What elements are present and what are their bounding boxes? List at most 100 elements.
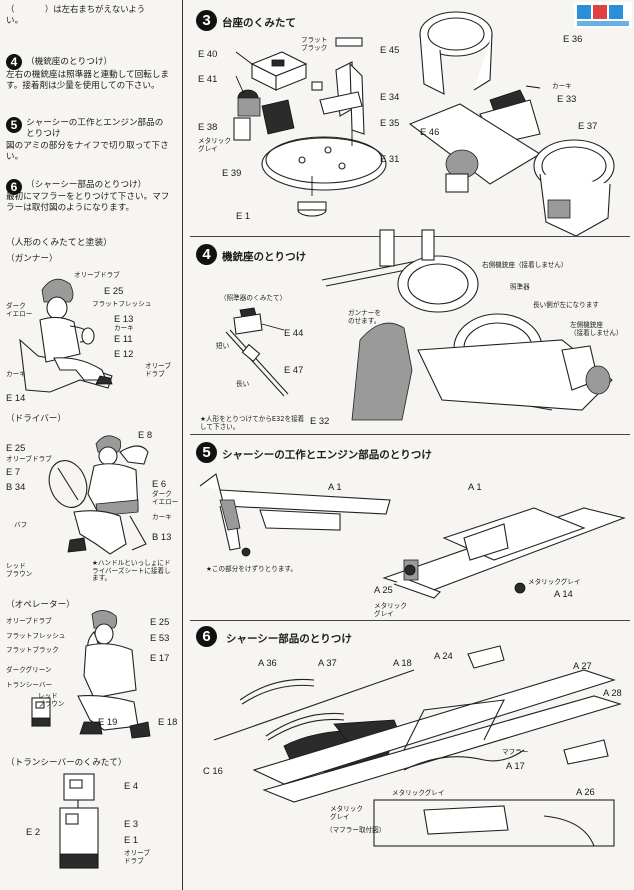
operator-label-9: E 19 <box>98 716 118 727</box>
step4-body: 左右の機銃座は照準器と連動して回転します。接着剤は少量を使用しての下さい。 <box>6 70 170 92</box>
gunner-label-9: オリーブ ドラブ <box>145 362 171 378</box>
step4-sight-assembly-diagram <box>225 307 289 397</box>
operator-label-4: フラットブラック <box>6 646 59 654</box>
step5-number-badge: 5 <box>6 117 22 133</box>
step5-label-4: A 14 <box>554 588 573 599</box>
step6-label-1: A 37 <box>318 657 337 668</box>
step6-label-9: A 26 <box>576 786 595 797</box>
operator-heading: （オペレーター） <box>6 600 75 610</box>
operator-label-8: レッド ブラウン <box>38 692 65 708</box>
step5-body: 図のアミの部分をナイフで切り取って下さい。 <box>6 141 169 163</box>
driver-label-9: B 13 <box>152 531 172 542</box>
step6-right-title: シャーシー部品のとりつけ <box>226 633 352 645</box>
step4-label-3: ガンナーを のせます。 <box>348 309 381 325</box>
step3-label-7: メタリック グレイ <box>198 137 231 153</box>
driver-label-8: バフ <box>14 521 28 529</box>
intro-cont: い。 <box>6 16 24 26</box>
step5-label-5: メタリック グレイ <box>374 602 407 618</box>
step3-number-badge: 3 <box>196 10 217 31</box>
step6-label-5: A 28 <box>603 687 622 698</box>
gunner-label-1: E 25 <box>104 285 124 296</box>
step6-label-8: A 17 <box>506 760 525 771</box>
step3-title: 台座のくみたて <box>222 17 296 29</box>
step6-label-0: A 36 <box>258 657 277 668</box>
step3-label-1: フラット ブラック <box>301 36 328 52</box>
gunner-label-0: オリーブドラブ <box>74 271 120 279</box>
step3-divider <box>190 236 630 237</box>
step4-right-title: 機銃座のとりつけ <box>222 251 307 263</box>
step3-label-0: E 40 <box>198 48 218 59</box>
step4-gun-mount-diagram <box>321 229 613 421</box>
gunner-label-4: E 13 <box>114 313 134 324</box>
step6-label-6: C 16 <box>203 765 223 776</box>
step3-label-11: E 36 <box>563 33 583 44</box>
step4-right-number-badge: 4 <box>196 244 217 265</box>
step6-right-number-badge: 6 <box>196 626 217 647</box>
step5-chassis-cut-diagram <box>199 473 391 557</box>
driver-label-4: B 34 <box>6 481 26 492</box>
column-divider <box>182 0 184 890</box>
gunner-figure-illustration <box>19 278 113 393</box>
driver-label-3: E 7 <box>6 466 21 477</box>
gunner-label-8: カーキ <box>6 370 26 378</box>
transceiver-label-3: E 1 <box>124 834 139 845</box>
step3-label-10: E 1 <box>236 210 251 221</box>
step6-label-7: マフラー <box>502 748 529 756</box>
step3-base-assembly-diagram <box>233 37 387 217</box>
step3-label-13: E 33 <box>557 93 577 104</box>
step4-label-9: E 32 <box>310 415 330 426</box>
step6-chassis-parts-diagram <box>213 645 622 847</box>
transceiver-label-0: E 4 <box>124 780 139 791</box>
step4-label-0: 右側機銃座（接着しません） <box>482 261 568 269</box>
operator-label-10: E 18 <box>158 716 178 727</box>
driver-heading: （ドライバー） <box>6 414 66 424</box>
step5-right-title: シャーシーの工作とエンジン部品のとりつけ <box>222 449 432 461</box>
step4-label-4: 左側機銃座 （接着しません） <box>570 321 623 337</box>
step6-label-2: A 18 <box>393 657 412 668</box>
operator-label-1: E 25 <box>150 616 170 627</box>
step6-body: 最初にマフラーをとりつけて下さい。マフラーは取付図のようになります。 <box>6 192 170 214</box>
step5-note: ★この部分をけずりとります。 <box>206 565 297 573</box>
step3-label-5: E 38 <box>198 121 218 132</box>
driver-label-10: レッド ブラウン <box>6 562 33 578</box>
gunner-label-10: E 14 <box>6 392 26 403</box>
driver-note: ★ハンドルといっしょにドライバーズシートに接着します。 <box>92 559 171 583</box>
step5-label-3: メタリックグレイ <box>528 578 581 586</box>
driver-label-0: E 8 <box>138 429 153 440</box>
operator-label-7: トランシーバー <box>6 681 53 689</box>
operator-label-6: ダークグリーン <box>6 666 52 674</box>
transceiver-illustration <box>59 773 99 869</box>
step4-label-5: E 44 <box>284 327 304 338</box>
step6-label-11: メタリックグレイ <box>392 789 445 797</box>
hobbyshop-watermark-logo <box>574 2 632 28</box>
operator-label-5: E 17 <box>150 652 170 663</box>
step5-label-1: A 1 <box>468 481 482 492</box>
step6-number-badge: 6 <box>6 179 22 195</box>
operator-label-3: E 53 <box>150 632 170 643</box>
operator-figure-illustration <box>31 610 151 739</box>
step3-gun-mount-diagram <box>408 11 615 237</box>
step3-label-3: E 41 <box>198 73 218 84</box>
step3-label-14: E 46 <box>420 126 440 137</box>
driver-label-5: E 6 <box>152 478 167 489</box>
step3-label-12: カーキ <box>552 82 572 90</box>
step6-label-3: A 24 <box>434 650 453 661</box>
step6-caption: （マフラー取付図） <box>326 826 386 834</box>
step6-title: （シャーシー部品のとりつけ） <box>26 180 147 190</box>
driver-label-2: オリーブドラブ <box>6 455 52 463</box>
step6-label-4: A 27 <box>573 660 592 671</box>
step5-chassis-diagram <box>382 507 626 599</box>
step4-label-7: E 47 <box>284 364 304 375</box>
step4-divider <box>190 434 630 435</box>
step5-divider <box>190 620 630 621</box>
intro-text: （ ）は左右まちがえないよう <box>6 4 146 14</box>
transceiver-label-4: オリーブ ドラブ <box>124 849 150 865</box>
step4-label-1: 照準器 <box>510 283 530 291</box>
step3-label-9: E 31 <box>380 153 400 164</box>
gunner-label-7: E 12 <box>114 348 134 359</box>
gunner-heading: （ガンナー） <box>6 254 58 264</box>
transceiver-label-1: E 2 <box>26 826 41 837</box>
step4-sub: （照準器のくみたて） <box>220 294 287 302</box>
step3-label-8: E 39 <box>222 167 242 178</box>
step3-label-15: E 37 <box>578 120 598 131</box>
